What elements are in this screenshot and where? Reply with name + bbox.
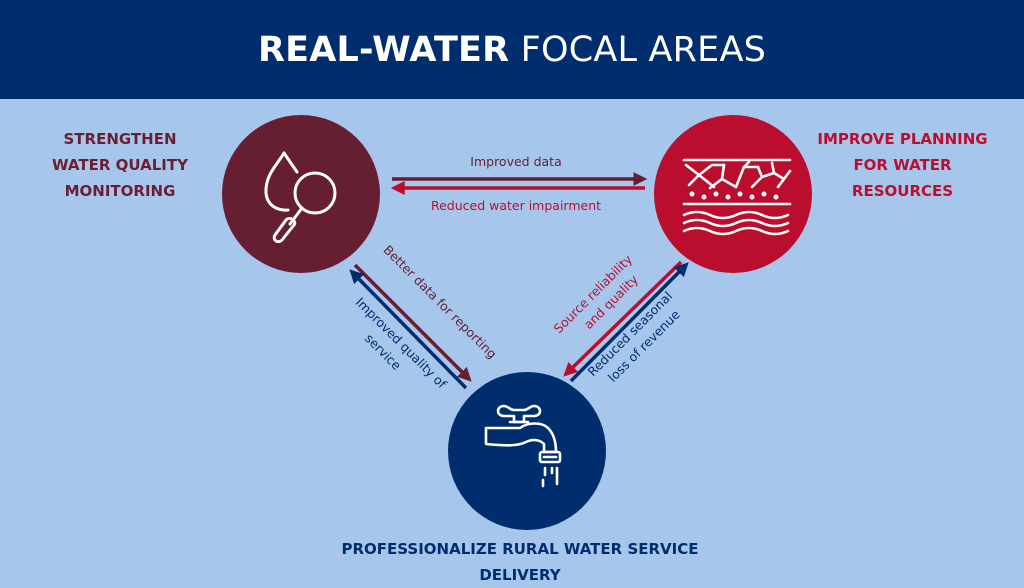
arrow-label-reduced-impairment: Reduced water impairment bbox=[431, 198, 601, 213]
arrow-source-reliability bbox=[563, 260, 683, 377]
label-line: STRENGTHEN bbox=[63, 130, 177, 148]
arrow-reduced-seasonal-loss bbox=[569, 262, 689, 383]
title-bold: REAL-WATER bbox=[257, 29, 510, 70]
arrow-improved-quality-service bbox=[349, 269, 468, 390]
water-quality-circle bbox=[222, 115, 380, 273]
arrow-better-data-reporting bbox=[353, 263, 472, 382]
water-tap-icon bbox=[484, 404, 562, 488]
soil-water-layers-icon bbox=[682, 158, 792, 236]
relationship-arrows: Improved data Reduced water impairment B… bbox=[349, 154, 689, 392]
label-line: FOR WATER bbox=[853, 156, 952, 174]
water-planning-circle bbox=[654, 115, 812, 273]
page-title: REAL-WATER FOCAL AREAS bbox=[258, 30, 766, 70]
water-drop-magnifier-icon bbox=[264, 151, 337, 244]
label-line: WATER QUALITY bbox=[52, 156, 188, 174]
title-rest: FOCAL AREAS bbox=[509, 29, 767, 70]
label-line: IMPROVE PLANNING bbox=[817, 130, 988, 148]
service-delivery-circle bbox=[448, 372, 606, 530]
arrow-label-improved-data: Improved data bbox=[470, 154, 561, 169]
label-line: RESOURCES bbox=[851, 182, 954, 200]
focal-area-label-planning: IMPROVE PLANNING FOR WATER RESOURCES bbox=[800, 126, 1005, 204]
header-banner: REAL-WATER FOCAL AREAS bbox=[0, 0, 1024, 99]
label-line: MONITORING bbox=[64, 182, 176, 200]
focal-area-label-water-quality: STRENGTHEN WATER QUALITY MONITORING bbox=[45, 126, 195, 204]
